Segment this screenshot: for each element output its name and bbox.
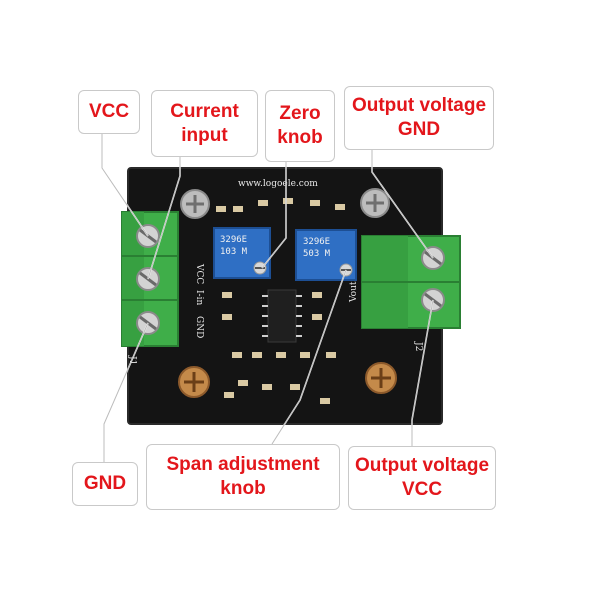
- smd-components: [216, 198, 345, 404]
- label-vcc: VCC: [78, 90, 140, 134]
- zero-potentiometer[interactable]: 3296E 103 M: [213, 227, 271, 279]
- label-output-vcc: Output voltage VCC: [348, 446, 496, 510]
- screw-top-right: [360, 188, 390, 218]
- label-output-gnd: Output voltage GND: [344, 86, 494, 150]
- gnd-silkscreen: GND: [194, 316, 204, 338]
- iin-silkscreen: I-in: [194, 290, 204, 305]
- screw-bottom-right: [365, 362, 397, 394]
- label-gnd: GND: [72, 462, 138, 506]
- label-span-knob: Span adjustment knob: [146, 444, 340, 510]
- website-silkscreen: www.logoele.com: [238, 179, 318, 189]
- span-potentiometer[interactable]: 3296E 503 M: [295, 229, 357, 281]
- svg-text:3296E: 3296E: [220, 235, 247, 245]
- label-current-input: Current input: [151, 90, 258, 157]
- screw-bottom-left: [178, 366, 210, 398]
- label-zero-knob: Zero knob: [265, 90, 335, 162]
- svg-text:3296E: 3296E: [303, 237, 330, 247]
- screw-top-left: [180, 189, 210, 219]
- output-terminal-block: [361, 235, 461, 329]
- j2-silkscreen: J2: [413, 341, 423, 351]
- ic-chip: [262, 289, 302, 343]
- svg-text:503 M: 503 M: [303, 249, 331, 259]
- svg-text:103 M: 103 M: [220, 247, 248, 257]
- vout-silkscreen: Vout: [349, 281, 359, 303]
- vcc-silkscreen: VCC: [194, 263, 204, 284]
